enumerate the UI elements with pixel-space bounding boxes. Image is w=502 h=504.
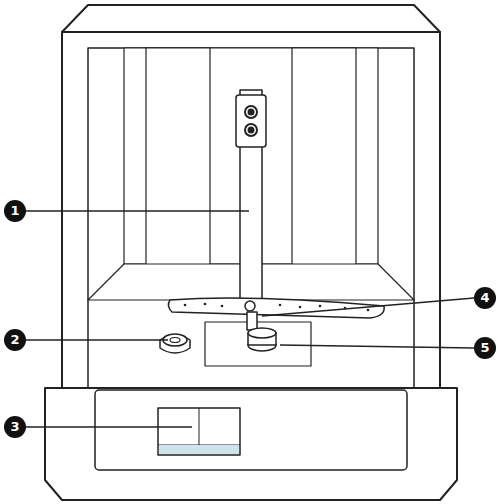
rinse-aid-cap [160,335,190,353]
callout-circle [4,329,26,351]
wall-slot [146,48,210,266]
detergent-dispenser [158,408,240,455]
callout-number: 3 [4,416,26,438]
wall-slot [292,48,356,266]
leader-line [26,339,168,341]
callout-circle [4,416,26,438]
cabinet [62,32,440,422]
callout-number: 1 [4,200,26,222]
tube-bracket [236,95,266,147]
callout-number: 2 [4,329,26,351]
leader-line [26,426,192,428]
door-inner [95,390,407,470]
callout-circle [474,337,496,359]
leader-line [262,298,474,316]
door [45,388,457,500]
callout-number: 4 [474,287,496,309]
top-lid [62,5,440,32]
callout-circle [4,200,26,222]
leader-line [280,345,474,348]
filter-plate [205,322,311,366]
tub [88,48,414,388]
leader-line [26,210,249,212]
callout-number: 5 [474,337,496,359]
callout-circle [474,287,496,309]
